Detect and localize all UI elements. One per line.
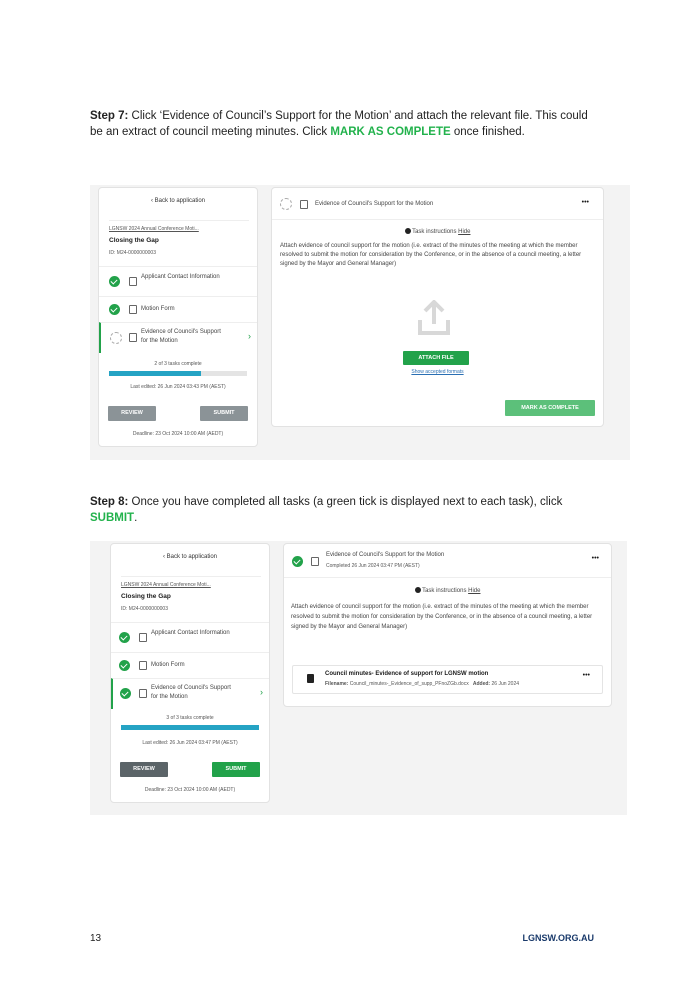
file-meta: Filename: Council_minutes-_Evidence_of_s…: [325, 681, 519, 687]
application-title: Closing the Gap: [121, 593, 171, 600]
screenshot-step-8: ‹ Back to application LGNSW 2024 Annual …: [90, 541, 627, 815]
application-link[interactable]: LGNSW 2024 Annual Conference Moti...: [121, 582, 211, 588]
task-applicant-contact[interactable]: Applicant Contact Information: [99, 266, 257, 297]
chevron-right-icon: ›: [260, 687, 263, 697]
task-panel: Evidence of Council's Support for the Mo…: [283, 543, 612, 707]
instruction-text: Attach evidence of council support for t…: [280, 243, 582, 267]
task-label: Evidence of Council's Support for the Mo…: [151, 685, 231, 700]
step-8-text: Step 8: Once you have completed all task…: [90, 494, 600, 526]
instructions-label: Task instructions: [422, 588, 467, 594]
task-evidence-support[interactable]: Evidence of Council's Support for the Mo…: [99, 322, 257, 353]
task-label: Applicant Contact Information: [151, 630, 230, 636]
hide-link[interactable]: Hide: [458, 229, 471, 235]
task-label: Evidence of Council's Support for the Mo…: [141, 329, 221, 344]
progress-bar-fill: [109, 371, 202, 376]
review-button[interactable]: REVIEW: [108, 406, 156, 421]
back-to-application-link[interactable]: ‹ Back to application: [162, 554, 218, 560]
sidebar-panel: ‹ Back to application LGNSW 2024 Annual …: [98, 187, 258, 447]
last-edited: Last edited: 26 Jun 2024 03:47 PM (AEST): [142, 740, 238, 746]
task-panel: Evidence of Council's Support for the Mo…: [271, 187, 604, 427]
document-icon: [129, 333, 137, 342]
step-7-body: Click ‘Evidence of Council’s Support for…: [90, 110, 588, 138]
step-8-body: Once you have completed all tasks (a gre…: [128, 496, 563, 508]
document-icon: [139, 689, 147, 698]
step-8-end: .: [134, 512, 138, 524]
incomplete-icon: [280, 198, 292, 210]
progress-text: 2 of 3 tasks complete: [154, 361, 202, 367]
task-instructions: Task instructions Hide: [284, 587, 611, 594]
check-icon: [109, 304, 120, 315]
instruction-text: Attach evidence of council support for t…: [291, 604, 593, 630]
file-title: Council minutes- Evidence of support for…: [325, 671, 489, 677]
attach-file-button[interactable]: ATTACH FILE: [403, 351, 469, 365]
added-label: Added:: [472, 681, 491, 687]
check-icon: [119, 632, 130, 643]
completed-timestamp: Completed 26 Jun 2024 03:47 PM (AEST): [326, 563, 420, 569]
document-icon: [129, 277, 137, 286]
task-motion-form[interactable]: Motion Form: [111, 652, 269, 679]
step-7-text: Step 7: Click ‘Evidence of Council’s Sup…: [90, 108, 600, 140]
step-8-label: Step 8:: [90, 496, 129, 508]
check-icon: [292, 556, 303, 567]
application-title: Closing the Gap: [109, 237, 159, 244]
application-id: ID: M24-0000000003: [109, 250, 156, 256]
more-options-icon[interactable]: •••: [591, 555, 599, 562]
more-options-icon[interactable]: •••: [581, 199, 589, 206]
review-button[interactable]: REVIEW: [120, 762, 168, 777]
step-7-highlight: MARK AS COMPLETE: [330, 126, 451, 138]
show-accepted-formats-link[interactable]: Show accepted formats: [411, 369, 464, 375]
info-icon: [404, 228, 411, 234]
check-icon: [119, 660, 130, 671]
progress-text: 3 of 3 tasks complete: [166, 715, 214, 721]
document-icon: [139, 633, 147, 642]
website-link[interactable]: LGNSW.ORG.AU: [522, 933, 595, 943]
deadline: Deadline: 23 Oct 2024 10:00 AM (AEDT): [144, 787, 236, 793]
submit-button[interactable]: SUBMIT: [212, 762, 260, 777]
task-motion-form[interactable]: Motion Form: [99, 296, 257, 323]
attached-file-card[interactable]: Council minutes- Evidence of support for…: [292, 665, 603, 694]
added-date: 26 Jun 2024: [491, 681, 520, 687]
task-title: Evidence of Council's Support for the Mo…: [326, 552, 445, 558]
submit-button[interactable]: SUBMIT: [200, 406, 248, 421]
step-8-highlight: SUBMIT: [90, 512, 135, 524]
document-icon: [311, 557, 319, 566]
check-icon: [120, 688, 131, 699]
step-7-label: Step 7:: [90, 110, 129, 122]
task-title: Evidence of Council's Support for the Mo…: [315, 201, 434, 207]
task-label: Applicant Contact Information: [141, 274, 220, 280]
hide-link[interactable]: Hide: [468, 588, 481, 594]
task-applicant-contact[interactable]: Applicant Contact Information: [111, 622, 269, 653]
task-evidence-support[interactable]: Evidence of Council's Support for the Mo…: [111, 678, 269, 709]
task-label: Motion Form: [151, 662, 185, 668]
check-icon: [109, 276, 120, 287]
screenshot-step-7: ‹ Back to application LGNSW 2024 Annual …: [90, 185, 630, 460]
task-instructions: Task instructions Hide: [272, 228, 603, 235]
document-icon: [139, 661, 147, 670]
chevron-right-icon: ›: [248, 331, 251, 341]
incomplete-icon: [110, 332, 122, 344]
document-icon: [129, 305, 137, 314]
application-id: ID: M24-0000000003: [121, 606, 168, 612]
instructions-label: Task instructions: [412, 229, 457, 235]
deadline: Deadline: 23 Oct 2024 10:00 AM (AEDT): [132, 431, 224, 437]
filename: Council_minutes-_Evidence_of_supp_PFnoZG…: [349, 681, 469, 687]
document-icon: [300, 200, 308, 209]
filename-label: Filename:: [325, 681, 349, 687]
last-edited: Last edited: 26 Jun 2024 03:43 PM (AEST): [130, 384, 226, 390]
page-number: 13: [90, 933, 102, 944]
file-more-options-icon[interactable]: •••: [582, 672, 590, 679]
task-label: Motion Form: [141, 306, 175, 312]
mark-as-complete-button[interactable]: MARK AS COMPLETE: [505, 400, 595, 416]
progress-bar-fill: [121, 725, 259, 730]
file-icon: [307, 674, 314, 683]
sidebar-panel: ‹ Back to application LGNSW 2024 Annual …: [110, 543, 270, 803]
upload-icon: [418, 300, 450, 335]
application-link[interactable]: LGNSW 2024 Annual Conference Moti...: [109, 226, 199, 232]
back-to-application-link[interactable]: ‹ Back to application: [150, 198, 206, 204]
info-icon: [414, 587, 421, 593]
step-7-end: once finished.: [450, 126, 525, 138]
